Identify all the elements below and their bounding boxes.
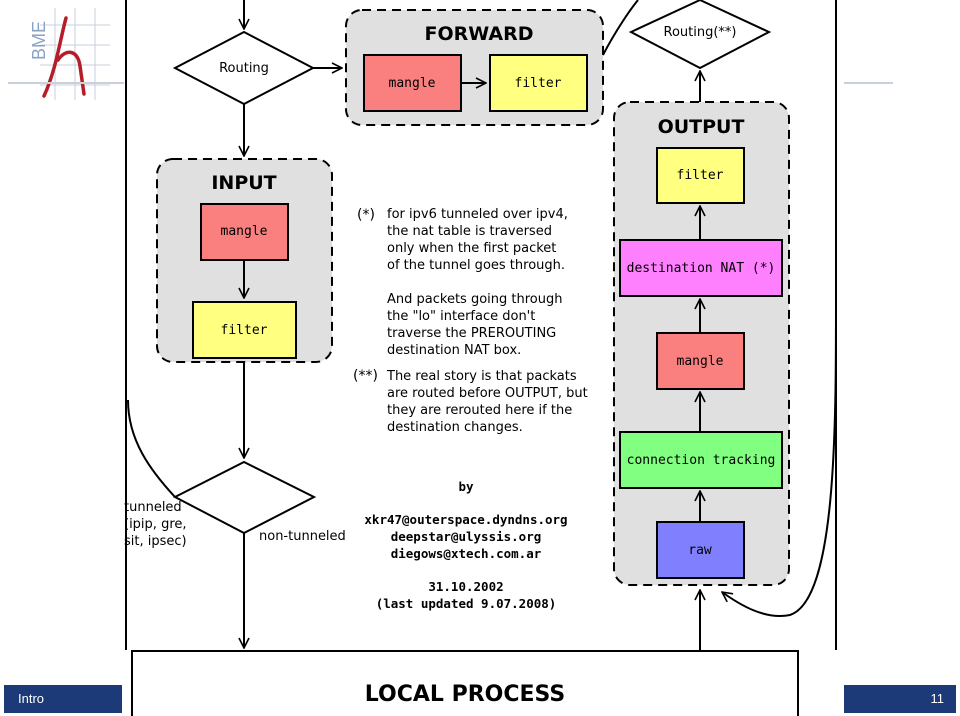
svg-text:for ipv6 tunneled over ipv4,: for ipv6 tunneled over ipv4, the nat tab…: [387, 207, 572, 358]
forward-filter-box: [489, 54, 588, 112]
input-mangle-box: [200, 203, 289, 261]
tunneled-label: tunneled (ipip, gre, sit, ipsec): [124, 500, 191, 549]
svg-text:xkr47@outerspace.dyndns.org: xkr47@outerspace.dyndns.org: [364, 512, 567, 527]
output-filter-box: [656, 147, 745, 204]
svg-text:mangle: mangle: [677, 354, 724, 369]
svg-text:(*): (*): [357, 207, 375, 223]
svg-text:destination NAT (*): destination NAT (*): [627, 261, 776, 276]
output-dnat-box: [619, 239, 783, 297]
svg-text:connection tracking: connection tracking: [627, 453, 776, 468]
tunnel-decision: [172, 460, 317, 535]
svg-text:INPUT: INPUT: [211, 172, 276, 194]
forward-chain: FORWARD mangle filter: [345, 9, 604, 126]
notes: (*) for ipv6 tunneled over ipv4, the nat…: [353, 207, 592, 435]
footer-section-label: Intro: [18, 691, 45, 706]
svg-text:FORWARD: FORWARD: [425, 23, 534, 45]
output-raw-box: [656, 521, 745, 579]
svg-text:Routing(**): Routing(**): [664, 25, 737, 40]
routing-decision: Routing: [172, 30, 316, 106]
svg-text:mangle: mangle: [221, 224, 268, 239]
svg-text:filter: filter: [677, 168, 724, 183]
svg-text:Routing: Routing: [219, 61, 269, 76]
non-tunneled-label: non-tunneled: [259, 529, 346, 544]
svg-text:LOCAL PROCESS: LOCAL PROCESS: [365, 682, 565, 707]
output-mangle-box: [656, 332, 745, 390]
svg-text:filter: filter: [221, 323, 268, 338]
local-process: LOCAL PROCESS: [131, 650, 799, 716]
svg-text:raw: raw: [688, 543, 712, 558]
logo-text: BME: [29, 21, 49, 60]
input-filter-box: [192, 301, 297, 359]
svg-text:(**): (**): [353, 368, 378, 384]
output-chain: OUTPUT filter destination NAT (*) mangle…: [613, 101, 790, 586]
svg-text:OUTPUT: OUTPUT: [658, 116, 745, 138]
svg-text:filter: filter: [515, 76, 562, 91]
footer-page: 11: [844, 685, 956, 713]
svg-text:The real story is that packats: The real story is that packats are route…: [386, 369, 592, 435]
output-conntrack-box: [619, 431, 783, 489]
bme-logo: BME: [29, 8, 110, 100]
svg-text:(last updated 9.07.2008): (last updated 9.07.2008): [376, 596, 557, 611]
credits: by xkr47@outerspace.dyndns.org deepstar@…: [364, 479, 567, 611]
routing-output-decision: Routing(**): [628, 0, 772, 70]
footer-page-number: 11: [930, 691, 945, 706]
svg-text:31.10.2002: 31.10.2002: [428, 579, 503, 594]
svg-text:diegows@xtech.com.ar: diegows@xtech.com.ar: [391, 546, 542, 561]
logo-mark-icon: [42, 16, 86, 98]
svg-text:deepstar@ulyssis.org: deepstar@ulyssis.org: [391, 529, 542, 544]
svg-text:by: by: [458, 479, 474, 494]
svg-text:mangle: mangle: [389, 76, 436, 91]
footer-section: Intro: [4, 685, 122, 713]
